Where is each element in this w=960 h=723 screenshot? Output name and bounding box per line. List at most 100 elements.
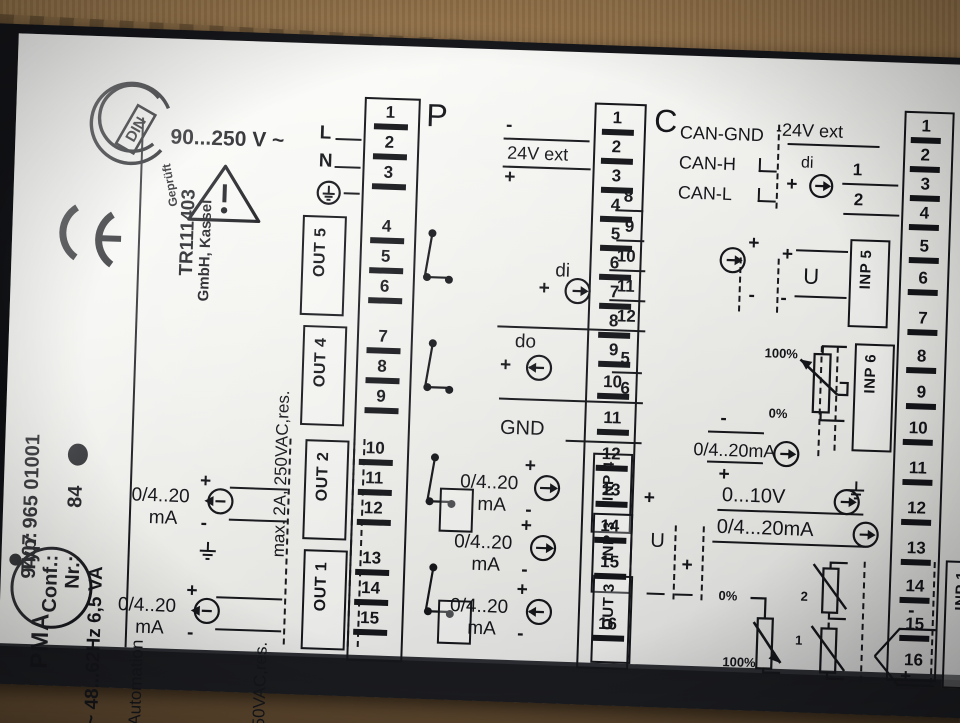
can-l-wire	[757, 199, 776, 203]
a-pad-6	[907, 289, 938, 297]
can-h-label: CAN-H	[678, 152, 737, 175]
c-inp4-range: 0/4..20	[459, 471, 519, 495]
current-source-icon-a-di	[809, 173, 834, 199]
p-pad-14	[354, 598, 389, 606]
a-terminal-1: 1	[921, 116, 932, 136]
p-terminal-14: 14	[360, 578, 381, 598]
module-out2-label: OUT 2	[313, 451, 333, 502]
a-terminal-10: 10	[908, 418, 929, 438]
a-di-num-1: 1	[852, 160, 863, 180]
device-body: Typ: Conf.: Nr.: 9407 965 01001 84 90...…	[0, 22, 960, 723]
a-wire-20ma	[712, 540, 865, 548]
voltage-source-icon	[833, 489, 860, 516]
c-terminal-16: 16	[597, 613, 618, 634]
a-di-plus: +	[785, 173, 798, 196]
current-sink-icon	[525, 354, 553, 381]
can-h-wire	[758, 170, 777, 173]
c-pad-9	[598, 360, 631, 368]
a-24v-wire	[787, 142, 880, 148]
current-source-icon-inp3	[529, 534, 557, 562]
potentiometer-inp6-icon	[799, 345, 849, 423]
a-pad-1	[910, 137, 941, 145]
a-inp5-wire-plus	[796, 249, 849, 254]
nameplate-nr-value: 84	[64, 485, 87, 509]
relay-contact-out1-icon	[423, 563, 454, 619]
a-terminal-15: 15	[904, 614, 925, 634]
a-pad-9	[905, 403, 937, 411]
a-inp1-signal-u: U	[649, 529, 666, 553]
a-terminal-13: 13	[906, 538, 927, 558]
a-di-wire-1	[842, 182, 899, 187]
a-inp1-dash-2	[700, 526, 705, 601]
module-inp6-label: INP 6	[861, 353, 880, 394]
c-inp3-range: 0/4..20	[453, 531, 513, 555]
a-inp5-dash-2	[775, 258, 780, 313]
c-terminal-10: 10	[602, 371, 623, 392]
a-pad-12	[901, 518, 932, 526]
a-inp1-pot-top: 0%	[718, 587, 738, 604]
c-terminal-15: 15	[599, 551, 620, 572]
p-pad-3	[371, 183, 407, 191]
c-do-label: do	[514, 331, 537, 353]
c-terminal-6: 6	[609, 253, 620, 273]
earth-symbol-icon	[316, 180, 341, 205]
c-terminal-12: 12	[601, 443, 621, 464]
c-pad-16	[592, 634, 625, 642]
a-24v-ext-label: -24V ext	[775, 119, 844, 142]
a-inp5-dash-1	[738, 257, 742, 312]
c-24v-ext-label: 24V ext	[506, 142, 569, 165]
a-terminal-7: 7	[917, 308, 928, 328]
a-inp1-pot-num-2: 2	[800, 588, 809, 604]
p-terminal-6: 6	[379, 276, 390, 296]
a-pad-15	[899, 634, 930, 642]
c-pad-6	[598, 273, 632, 281]
a-inp1-wire-b	[646, 592, 665, 596]
ce-mark-icon	[59, 204, 122, 268]
c-pad-12	[595, 464, 628, 472]
c-terminal-9: 9	[608, 340, 619, 360]
a-pad-7	[907, 329, 938, 337]
a-pad-14	[899, 596, 930, 604]
c-pad-14	[594, 536, 627, 544]
current-source-icon	[204, 488, 234, 515]
thermocouple-icon	[873, 627, 936, 688]
relay-contact-out4-icon	[423, 339, 454, 394]
c-out3-unit: mA	[467, 617, 497, 640]
p-terminal-13: 13	[361, 548, 382, 568]
a-pad-5	[908, 257, 939, 265]
c-pad-3	[600, 186, 634, 194]
c-pad-5	[599, 244, 633, 252]
a-terminal-12: 12	[906, 498, 927, 518]
a-inp5-signal: U	[802, 263, 820, 290]
earth-symbol-icon-p	[199, 541, 216, 561]
a-inp5-src-minus: -	[748, 284, 756, 306]
can-gnd-label: CAN-GND	[679, 122, 765, 146]
c-24v-wire-minus	[503, 137, 590, 143]
a-terminal-5: 5	[919, 236, 930, 256]
a-terminal-6: 6	[918, 268, 929, 288]
a-pad-10	[902, 438, 933, 446]
a-inp5-src-plus: +	[747, 232, 760, 255]
c-pad-11	[596, 428, 630, 436]
a-pad-8	[906, 367, 937, 374]
p-pad-1	[373, 123, 409, 131]
p-terminal-15: 15	[359, 608, 380, 628]
a-inp6-pot-bottom: 0%	[768, 405, 788, 422]
current-source-icon-a-range	[852, 521, 879, 548]
c-pad-8	[598, 331, 631, 339]
ink-smudge	[67, 443, 89, 466]
a-pad-11	[902, 478, 933, 486]
wire-earth	[343, 192, 360, 195]
p-pad-9	[364, 407, 399, 415]
p-analog-out-1-unit: mA	[148, 506, 178, 529]
module-inp5-label: INP 5	[856, 249, 876, 290]
p-pad-5	[369, 267, 404, 275]
c-24v-wire-plus	[502, 165, 591, 171]
p-pad-11	[357, 488, 392, 497]
a-di-wire-2	[843, 212, 900, 217]
p-terminal-7: 7	[377, 326, 389, 346]
a-pad-3	[909, 195, 940, 203]
c-24v-minus: -	[505, 114, 513, 136]
c-terminal-7: 7	[609, 282, 620, 302]
a-inp1-pot-num-1: 1	[794, 632, 803, 648]
